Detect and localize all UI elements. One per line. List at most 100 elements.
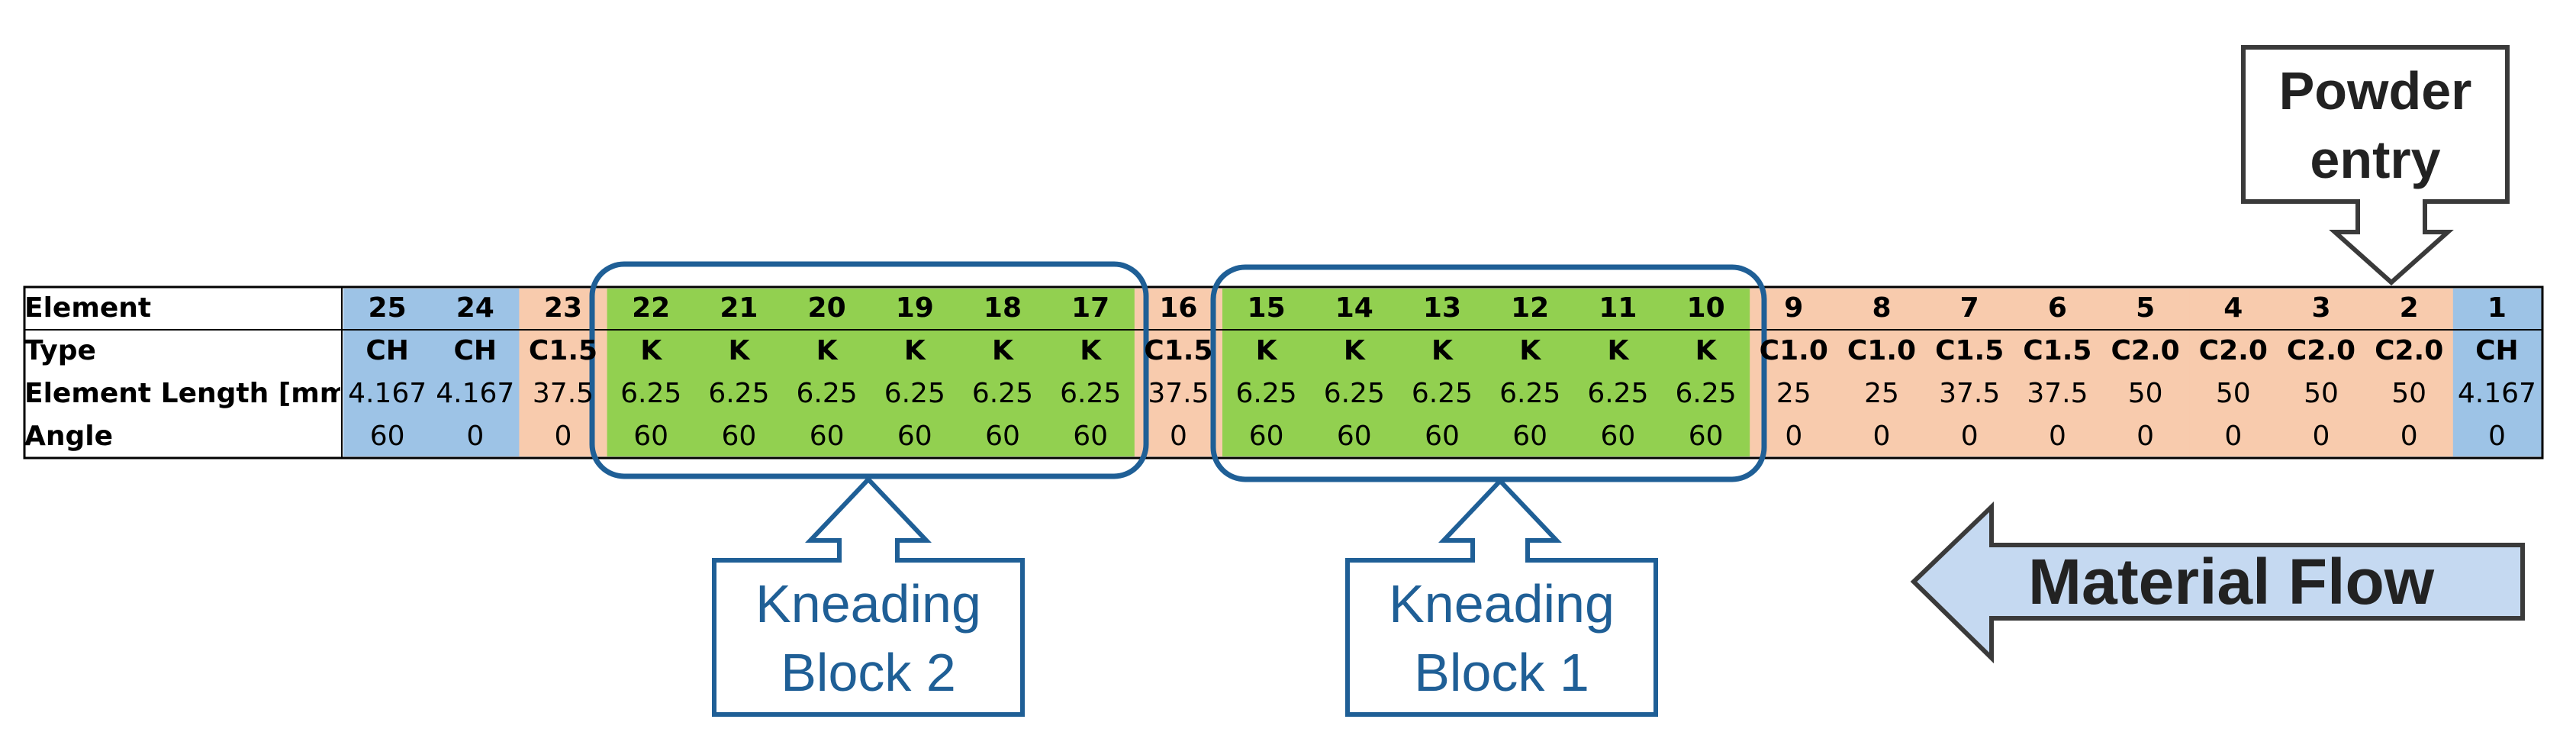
cell-length: 25	[1776, 378, 1811, 409]
cell-element-number: 12	[1511, 292, 1550, 324]
cell-angle: 60	[897, 421, 932, 452]
cell-type: C2.0	[2375, 335, 2444, 366]
cell-length: 6.25	[1675, 378, 1737, 409]
cell-element-number: 21	[720, 292, 758, 324]
cell-element-number: 20	[807, 292, 846, 324]
column-background-12	[1486, 289, 1575, 456]
cell-element-number: 15	[1247, 292, 1286, 324]
kneading-block-2-callout-pointer	[805, 476, 932, 564]
cell-element-number: 5	[2136, 292, 2156, 324]
cell-element-number: 19	[895, 292, 934, 324]
cell-angle: 60	[809, 421, 845, 452]
table-border	[23, 285, 2544, 460]
column-background-20	[783, 289, 871, 456]
row-header-type: Type	[24, 335, 96, 366]
cell-length: 50	[2391, 378, 2427, 409]
cell-length: 6.25	[1411, 378, 1473, 409]
cell-length: 4.167	[348, 378, 427, 409]
column-background-19	[871, 289, 959, 456]
cell-angle: 60	[1600, 421, 1636, 452]
column-background-14	[1310, 289, 1399, 456]
cell-type: CH	[365, 335, 409, 366]
powder-entry-label-line1: Powder	[2278, 61, 2472, 121]
cell-element-number: 18	[983, 292, 1022, 324]
cell-type: C2.0	[2286, 335, 2356, 366]
cell-type: K	[1255, 335, 1277, 366]
cell-length: 4.167	[436, 378, 515, 409]
cell-angle: 60	[1512, 421, 1548, 452]
cell-angle: 0	[1872, 421, 1891, 452]
cell-angle: 0	[554, 421, 572, 452]
cell-type: K	[903, 335, 926, 366]
cell-length: 6.25	[1499, 378, 1561, 409]
cell-length: 6.25	[1323, 378, 1385, 409]
kneading-block-2-callout-box	[712, 558, 1025, 717]
cell-type: K	[816, 335, 838, 366]
powder-entry-arrow	[2329, 199, 2454, 286]
cell-length: 6.25	[1235, 378, 1297, 409]
cell-angle: 0	[2312, 421, 2330, 452]
cell-element-number: 14	[1335, 292, 1373, 324]
powder-entry-label-line2: entry	[2310, 130, 2441, 189]
cell-angle: 60	[1425, 421, 1460, 452]
column-background-18	[958, 289, 1048, 456]
cell-length: 6.25	[620, 378, 682, 409]
column-background-25	[343, 289, 432, 456]
cell-angle: 0	[2400, 421, 2418, 452]
cell-angle: 60	[721, 421, 757, 452]
cell-length: 6.25	[1060, 378, 1122, 409]
cell-type: K	[728, 335, 750, 366]
cell-length: 4.167	[2457, 378, 2536, 409]
cell-angle: 60	[1336, 421, 1372, 452]
kneading-block-1-label-line1: Kneading	[1389, 574, 1615, 634]
cell-length: 6.25	[1587, 378, 1649, 409]
column-background-2	[2365, 289, 2454, 456]
column-background-4	[2189, 289, 2278, 456]
cell-length: 50	[2215, 378, 2251, 409]
cell-element-number: 9	[1784, 292, 1804, 324]
kneading-block-2-label: Kneading Block 2	[714, 569, 1022, 707]
cell-type: C2.0	[2111, 335, 2180, 366]
cell-type: CH	[453, 335, 497, 366]
cell-angle: 60	[633, 421, 669, 452]
cell-element-number: 25	[368, 292, 407, 324]
column-background-6	[2013, 289, 2102, 456]
powder-entry-label: Powder entry	[2243, 56, 2507, 194]
cell-angle: 0	[466, 421, 485, 452]
kneading-block-2-label-line1: Kneading	[755, 574, 981, 634]
column-background-5	[2101, 289, 2190, 456]
cell-element-number: 6	[2047, 292, 2067, 324]
cell-length: 37.5	[2027, 378, 2088, 409]
cell-angle: 60	[1248, 421, 1284, 452]
material-flow-label: Material Flow	[2028, 546, 2435, 618]
column-background-16	[1134, 289, 1223, 456]
cell-length: 25	[1864, 378, 1899, 409]
kneading-block-1-outline	[1210, 264, 1767, 482]
cell-angle: 0	[2487, 421, 2506, 452]
cell-angle: 60	[1073, 421, 1109, 452]
kneading-block-2-label-line2: Block 2	[781, 643, 956, 702]
cell-type: CH	[2475, 335, 2519, 366]
cell-length: 6.25	[884, 378, 945, 409]
column-background-1	[2452, 289, 2542, 456]
cell-length: 37.5	[1148, 378, 1209, 409]
cell-length: 6.25	[796, 378, 858, 409]
cell-type: C1.5	[528, 335, 598, 366]
cell-length: 50	[2304, 378, 2339, 409]
cell-element-number: 24	[456, 292, 494, 324]
column-background-22	[607, 289, 696, 456]
cell-length: 37.5	[532, 378, 594, 409]
cell-element-number: 10	[1686, 292, 1725, 324]
column-background-10	[1662, 289, 1750, 456]
cell-angle: 0	[2224, 421, 2243, 452]
column-background-11	[1573, 289, 1663, 456]
cell-length: 50	[2127, 378, 2163, 409]
cell-angle: 60	[369, 421, 405, 452]
column-background-8	[1837, 289, 1927, 456]
column-background-24	[431, 289, 520, 456]
column-background-17	[1046, 289, 1135, 456]
cell-angle: 60	[985, 421, 1020, 452]
cell-type: C1.5	[1144, 335, 1213, 366]
cell-element-number: 16	[1159, 292, 1198, 324]
cell-type: C2.0	[2198, 335, 2268, 366]
